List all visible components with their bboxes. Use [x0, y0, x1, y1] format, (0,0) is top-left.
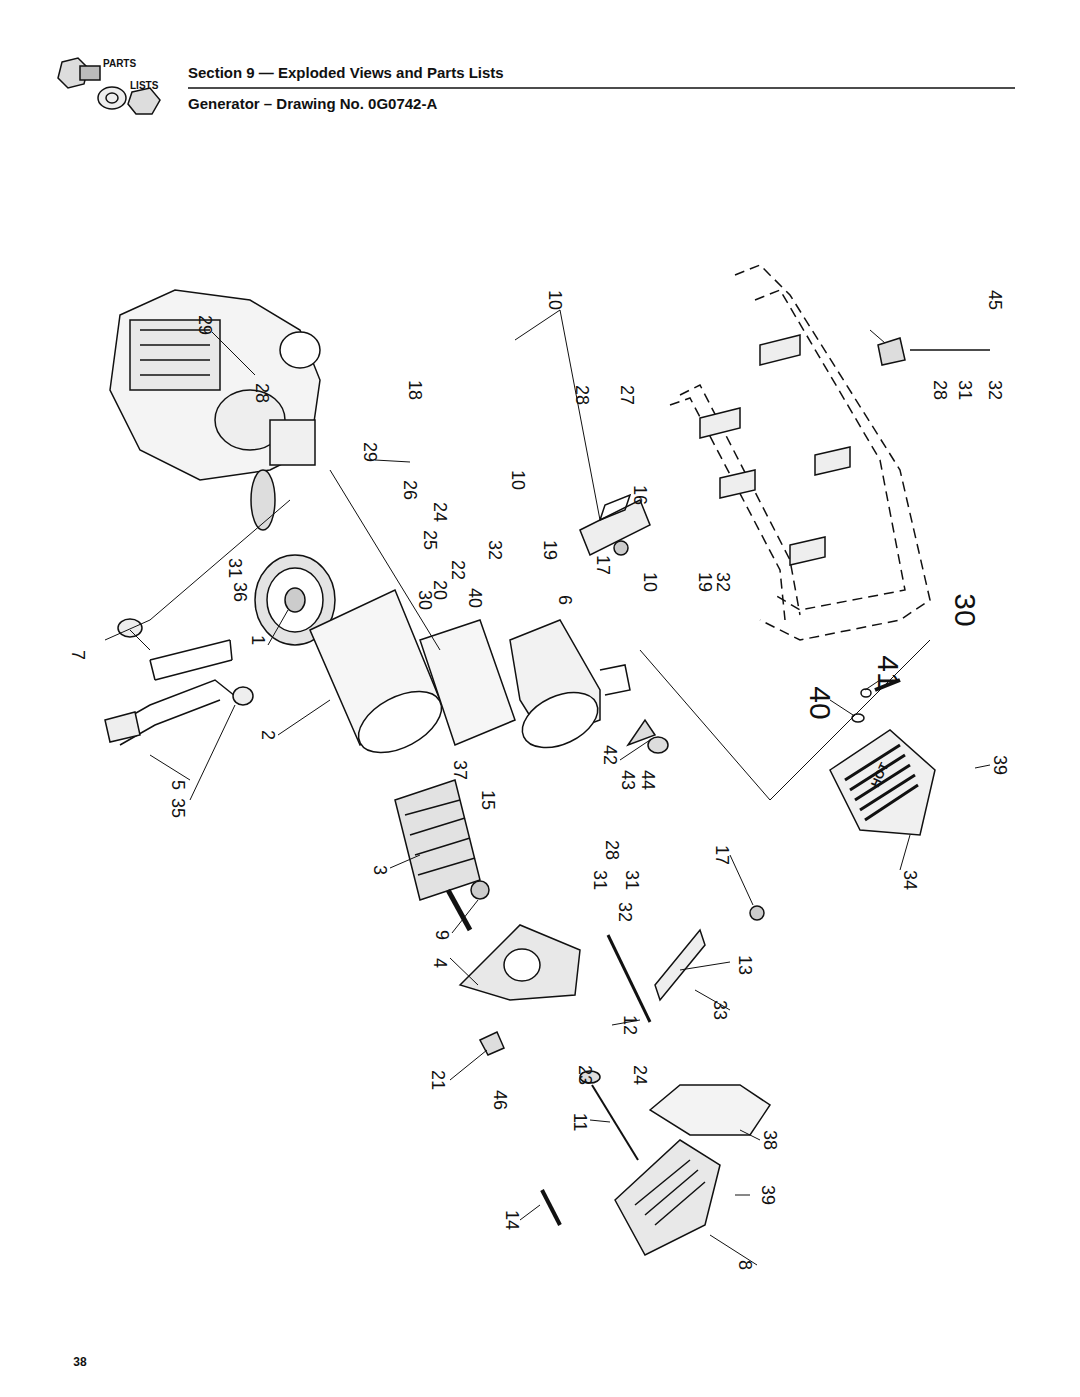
callout-number: 29 [361, 442, 379, 462]
callout-number: 45 [986, 290, 1004, 310]
callout-number: 32 [986, 380, 1004, 400]
callout-number: 31 [623, 870, 641, 890]
logo-word: LISTS [130, 81, 158, 91]
callout-number: 15 [479, 790, 497, 810]
callout-number: 17 [594, 555, 612, 575]
callout-number: 17 [713, 845, 731, 865]
callout-number: 8 [736, 1260, 754, 1270]
callout-number: 11 [571, 1113, 589, 1132]
callout-number: 5 [169, 780, 187, 790]
callout-number: 29 [196, 315, 214, 335]
callout-number: 12 [621, 1015, 639, 1035]
drawing-number: Generator – Drawing No. 0G0742-A [188, 96, 437, 111]
callout-number: 22 [449, 560, 467, 580]
callout-number: 41 [873, 655, 903, 688]
callout-number: 46 [491, 1090, 509, 1110]
callout-number: 28 [603, 840, 621, 860]
callout-number: 14 [503, 1210, 521, 1230]
callout-number: 24 [631, 1065, 649, 1085]
callout-number: 31 [591, 870, 609, 890]
callout-number: 30 [416, 590, 434, 610]
callout-number: 39 [991, 755, 1009, 775]
callout-number: 43 [619, 770, 637, 790]
callout-number: 32 [616, 902, 634, 922]
callout-number: 13 [736, 955, 754, 975]
logo-word: PARTS [103, 59, 136, 69]
callout-number: 16 [631, 485, 649, 505]
callout-number: 9 [433, 930, 451, 940]
callout-number: 24 [431, 502, 449, 522]
callout-number: 23 [576, 1065, 594, 1085]
callout-number: 31 [226, 558, 244, 578]
callout-number: 35 [169, 798, 187, 818]
callout-number: 25 [421, 530, 439, 550]
callout-number: 19 [696, 572, 714, 592]
section-heading: Section 9 — Exploded Views and Parts Lis… [188, 65, 504, 80]
callout-number: 34 [901, 870, 919, 890]
callout-number: 40 [805, 686, 835, 719]
callout-number: 4 [431, 958, 449, 968]
callout-number: 32 [714, 572, 732, 592]
callout-number: 18 [406, 380, 424, 400]
callout-number: 28 [931, 380, 949, 400]
callout-number: 37 [451, 760, 469, 780]
callout-number: 44 [639, 770, 657, 790]
callout-number: 2 [259, 730, 277, 740]
callout-number: 28 [573, 385, 591, 405]
callout-number: 10 [546, 290, 564, 310]
callout-number: 28 [253, 383, 271, 403]
callout-number: 32 [486, 540, 504, 560]
callout-number: 10 [509, 470, 527, 490]
callout-number: 40 [466, 588, 484, 608]
callout-number: 42 [601, 745, 619, 765]
callout-number: 26 [401, 480, 419, 500]
callout-number: 6 [556, 595, 574, 605]
callout-number: 39 [759, 1185, 777, 1205]
callout-number: 33 [711, 1000, 729, 1020]
callout-number: 19 [541, 540, 559, 560]
callout-number: 3 [371, 865, 389, 875]
callout-number: 10 [641, 572, 659, 592]
callout-number: 1 [249, 635, 267, 645]
callout-number: 7 [69, 650, 87, 660]
page-number: 38 [73, 1356, 86, 1368]
callout-number: 27 [618, 385, 636, 405]
callout-number: 30 [950, 593, 980, 626]
callout-number: 38 [761, 1130, 779, 1150]
callout-number: 21 [429, 1070, 447, 1090]
callout-number: 36 [231, 582, 249, 602]
callout-number: 31 [956, 380, 974, 400]
